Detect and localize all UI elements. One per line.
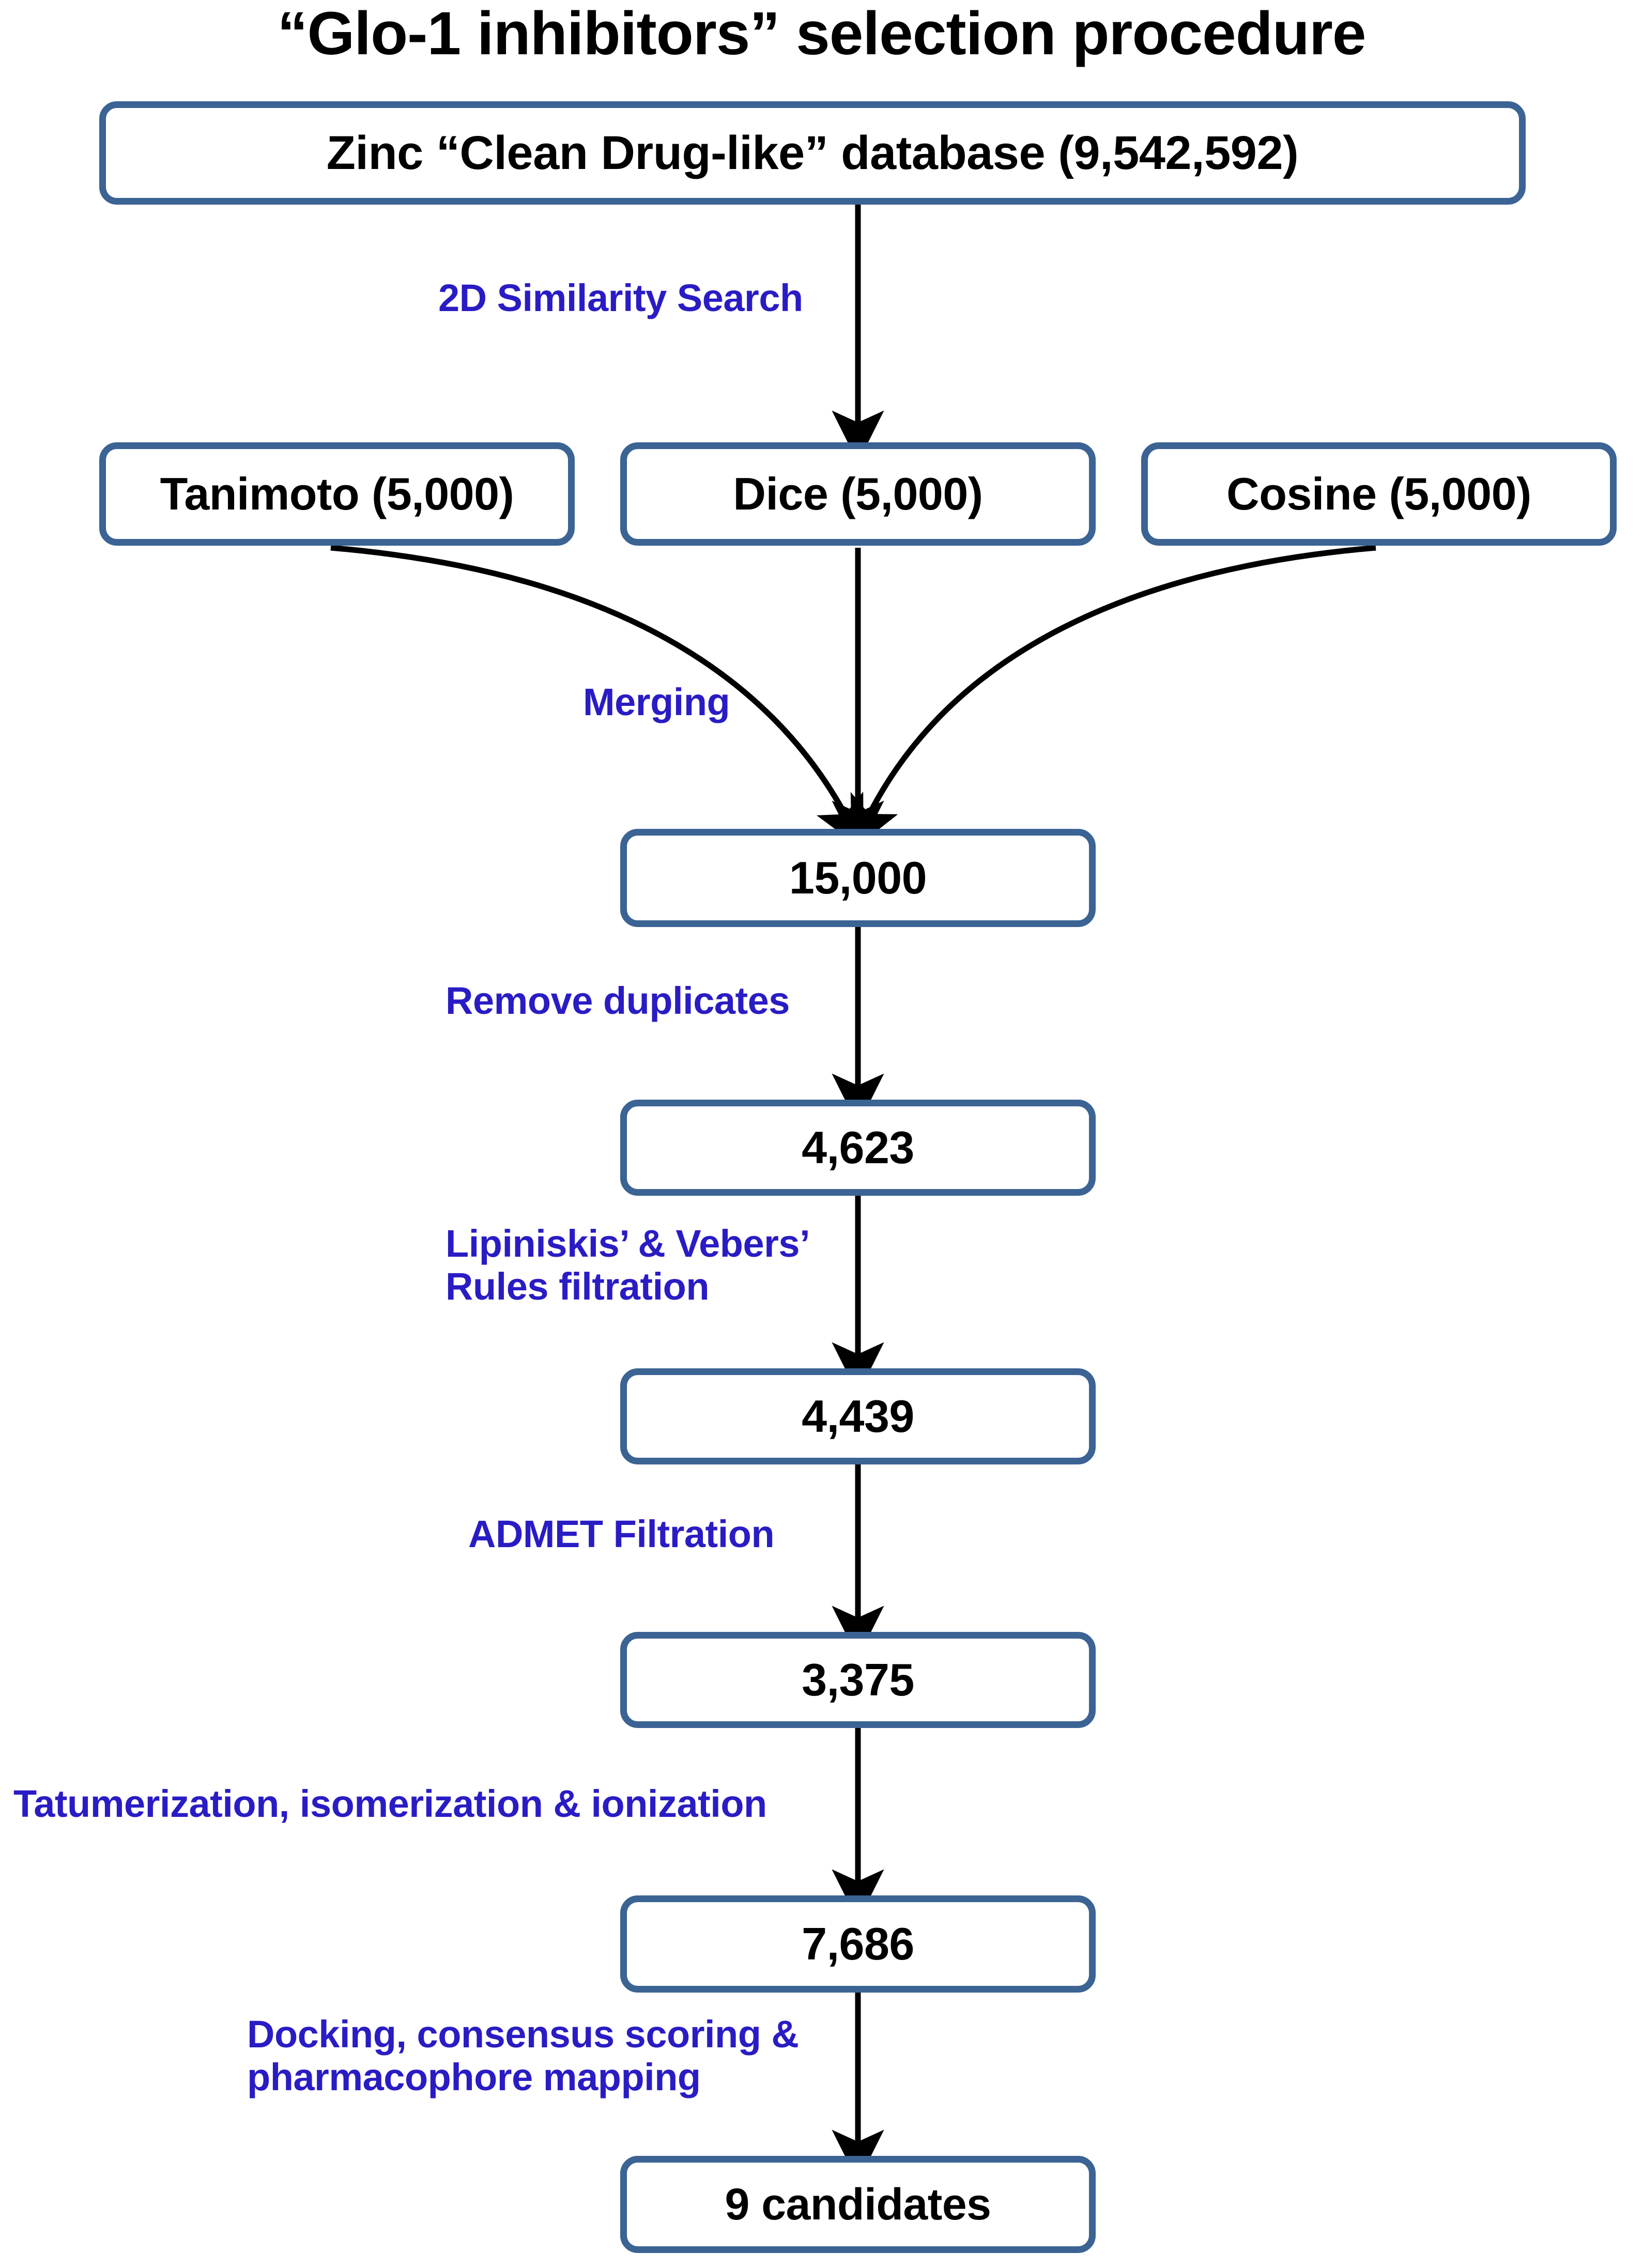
node-tautomers-label: 7,686 xyxy=(802,1918,914,1969)
node-cosine[interactable]: Cosine (5,000) xyxy=(1141,442,1617,546)
node-tanimoto-label: Tanimoto (5,000) xyxy=(160,468,514,519)
node-dedup-label: 4,623 xyxy=(802,1122,914,1173)
node-cosine-label: Cosine (5,000) xyxy=(1226,468,1531,519)
node-merged-label: 15,000 xyxy=(789,852,927,903)
node-dice[interactable]: Dice (5,000) xyxy=(620,442,1096,546)
node-rules-label: 4,439 xyxy=(802,1391,914,1442)
node-admet-label: 3,375 xyxy=(802,1654,914,1705)
node-tanimoto[interactable]: Tanimoto (5,000) xyxy=(99,442,575,546)
node-dedup[interactable]: 4,623 xyxy=(620,1100,1096,1196)
node-candidates[interactable]: 9 candidates xyxy=(620,2156,1096,2253)
node-admet[interactable]: 3,375 xyxy=(620,1632,1096,1728)
arrow-cosine-to-merged xyxy=(850,545,1376,851)
node-database[interactable]: Zinc “Clean Drug-like” database (9,542,5… xyxy=(99,101,1526,205)
node-database-label: Zinc “Clean Drug-like” database (9,542,5… xyxy=(326,126,1299,179)
node-tautomers[interactable]: 7,686 xyxy=(620,1895,1096,1993)
node-candidates-label: 9 candidates xyxy=(725,2179,992,2229)
edge-label-rules-filtration: Lipiniskis’ & Vebers’ Rules filtration xyxy=(446,1222,810,1308)
node-rules[interactable]: 4,439 xyxy=(620,1368,1096,1464)
node-dice-label: Dice (5,000) xyxy=(733,468,983,519)
edge-label-remove-duplicates: Remove duplicates xyxy=(446,979,790,1022)
edge-label-similarity-search: 2D Similarity Search xyxy=(438,276,803,319)
edge-label-tautomerization: Tatumerization, isomerization & ionizati… xyxy=(13,1782,767,1825)
edge-label-docking: Docking, consensus scoring & pharmacopho… xyxy=(247,2013,799,2099)
edge-label-merging: Merging xyxy=(583,681,730,723)
page-title: “Glo-1 inhibitors” selection procedure xyxy=(277,0,1366,68)
node-merged[interactable]: 15,000 xyxy=(620,829,1096,927)
edge-label-admet-filtration: ADMET Filtration xyxy=(468,1513,775,1555)
